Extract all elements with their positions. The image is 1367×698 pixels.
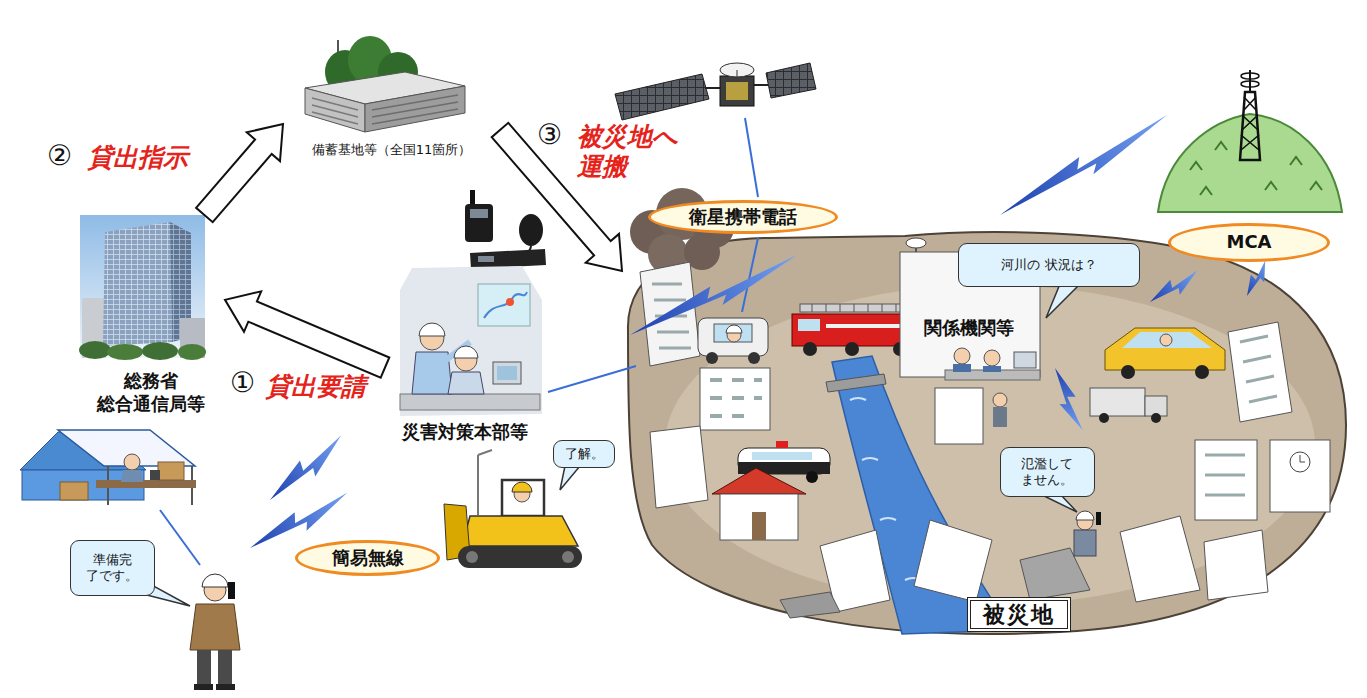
node-text: 簡易無線 — [332, 547, 404, 570]
ministry-photo — [79, 215, 206, 360]
radio-equipment — [465, 190, 546, 269]
bubble-tails — [135, 284, 1080, 606]
ministry-building: 総務省 総合通信局等 — [78, 215, 225, 417]
node-text: 準備完 了です。 — [83, 552, 143, 585]
callout-number: ① — [230, 369, 255, 397]
node-text: 被災地 — [967, 597, 1071, 633]
radio-type-oval: 簡易無線 — [295, 540, 440, 576]
satellite — [615, 63, 816, 120]
disaster-town — [628, 188, 1346, 634]
node-text: 衛星携帯電話 — [689, 206, 797, 229]
speech-bubble: 準備完 了です。 — [70, 540, 155, 596]
hollow-arrow — [225, 291, 389, 377]
node-text: 総務省 総合通信局等 — [92, 370, 211, 415]
stockpile-base: 備蓄基地等（全国11箇所） — [283, 40, 500, 160]
disaster-area: 被災地 衛星携帯電話 MCA 河川の 状況は？ 氾濫して ません。 — [622, 180, 1345, 635]
radio-type-oval: MCA — [1168, 223, 1330, 262]
node-text: 河川の 状況は？ — [1001, 257, 1096, 273]
node-text: 氾濫して ません。 — [1018, 456, 1078, 489]
node-text: 災害対策本部等 — [402, 421, 528, 444]
node-text: MCA — [1226, 231, 1271, 254]
tent-station — [20, 430, 196, 505]
radio-waves — [160, 109, 1275, 565]
node-text: 備蓄基地等（全国11箇所） — [312, 142, 472, 158]
edge-label: 被災地へ 運搬 — [577, 122, 692, 182]
radio-type-oval: 衛星携帯電話 — [648, 200, 838, 234]
callout-number: ② — [47, 142, 72, 170]
worker-with-radio — [190, 574, 240, 690]
hollow-arrow — [196, 124, 283, 222]
callout-number: ③ — [537, 121, 562, 149]
disaster-hq-room — [400, 266, 542, 416]
speech-bubble: 河川の 状況は？ — [958, 243, 1140, 287]
stockpile-building — [305, 36, 465, 132]
disaster-hq: 災害対策本部等 — [385, 265, 545, 445]
node-text: 了解。 — [565, 446, 604, 462]
speech-bubble: 了解。 — [553, 440, 615, 468]
edge-label: 貸出指示 — [88, 143, 188, 173]
edge-label: 貸出要請 — [266, 372, 366, 402]
speech-bubble: 氾濫して ません。 — [1000, 447, 1095, 497]
area-label: 関係機関等 — [922, 316, 1016, 340]
mountain-relay-tower — [1158, 70, 1342, 212]
